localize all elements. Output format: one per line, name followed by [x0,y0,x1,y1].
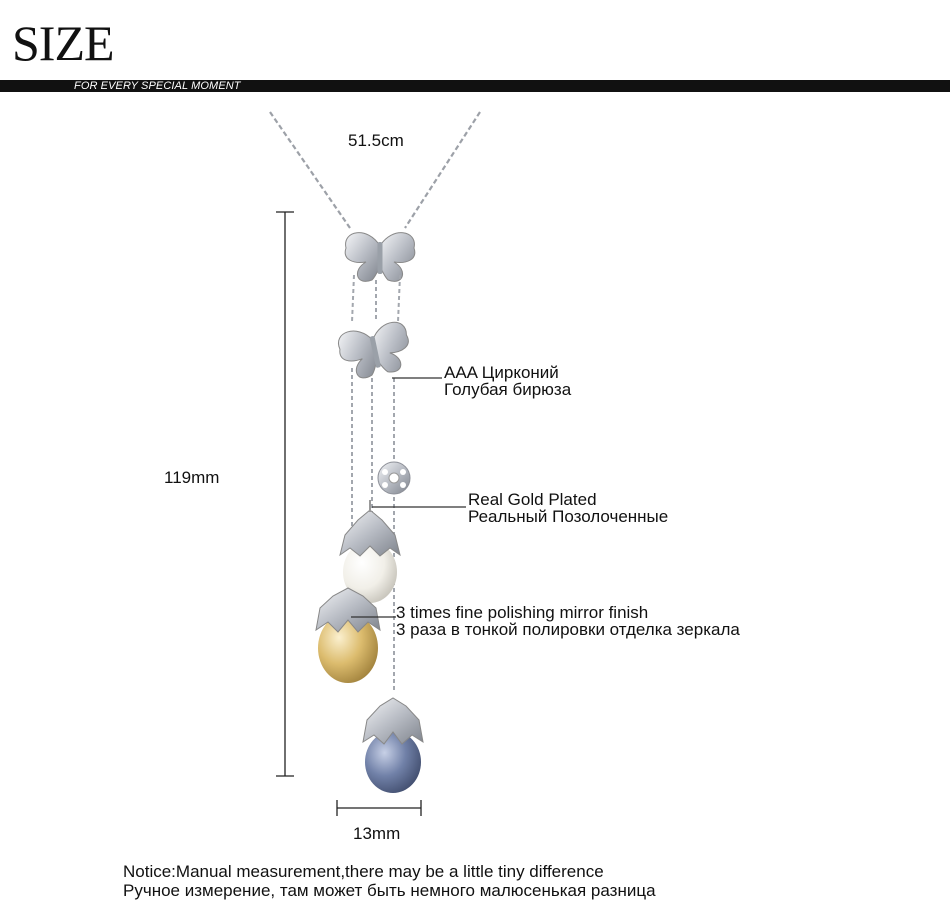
callout-gold-line1: Real Gold Plated [468,490,597,509]
callout-leaders [351,377,466,618]
callout-polish-line1: 3 times fine polishing mirror finish [396,603,649,622]
callout-zirconia-line1: AAA Цирконий [444,363,559,382]
flower-charm [377,461,411,495]
pearl-blue [362,697,424,793]
chain [269,111,481,229]
notice-line1: Notice:Manual measurement,there may be a… [123,862,604,881]
callout-gold-line2: Реальный Позолоченные [468,507,669,526]
notice: Notice:Manual measurement,there may be a… [123,862,656,900]
callout-polish-line2: 3 раза в тонкой полировки отделка зеркал… [396,620,740,639]
callout-gold-plated: Real Gold Plated Реальный Позолоченные [468,491,668,525]
chain-right [404,111,481,229]
pearl-white [339,500,401,603]
callout-polishing: 3 times fine polishing mirror finish 3 р… [396,604,740,638]
height-dimension [276,211,294,777]
butterfly-charm-top [344,232,416,282]
callout-zirconia: AAA Цирконий Голубая бирюза [444,364,571,398]
brand-tagline: FOR EVERY SPECIAL MOMENT [74,80,241,92]
pearl-width-label: 13mm [353,824,401,843]
brand-title: SIZE [12,15,115,71]
pendant-length-label: 119mm [164,468,220,487]
brand-bar [0,80,950,92]
pearl-gold [315,587,381,683]
width-dimension [336,800,422,816]
callout-zirconia-line2: Голубая бирюза [444,380,572,399]
butterfly-charm-middle [338,321,409,379]
notice-line2: Ручное измерение, там может быть немного… [123,881,656,900]
chain-length-label: 51.5cm [348,131,404,150]
chain-left [269,111,351,229]
